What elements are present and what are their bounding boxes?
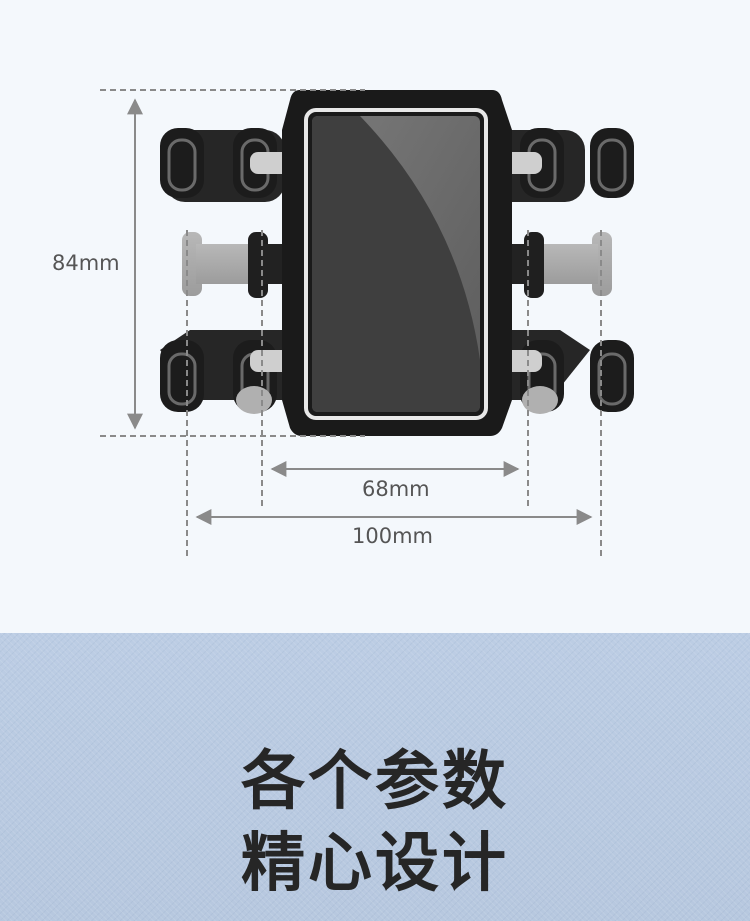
headline-banner bbox=[0, 633, 750, 921]
middle-left-arm bbox=[182, 232, 292, 298]
headline-line-1: 各个参数 bbox=[241, 745, 509, 819]
upper-left-clamp bbox=[160, 128, 290, 202]
dimension-lines bbox=[100, 89, 602, 556]
outer-width-dimension-label: 100mm bbox=[352, 524, 433, 548]
headline-line-2: 精心设计 bbox=[241, 827, 509, 901]
product-dimension-panel: 84mm 68mm 100mm bbox=[52, 89, 634, 556]
phone-holder-illustration bbox=[100, 89, 634, 556]
height-dimension-label: 84mm bbox=[52, 251, 120, 275]
holder-body bbox=[282, 90, 512, 436]
middle-right-arm bbox=[500, 232, 612, 298]
lower-left-clamp bbox=[160, 330, 290, 414]
inner-width-dimension-label: 68mm bbox=[362, 477, 430, 501]
